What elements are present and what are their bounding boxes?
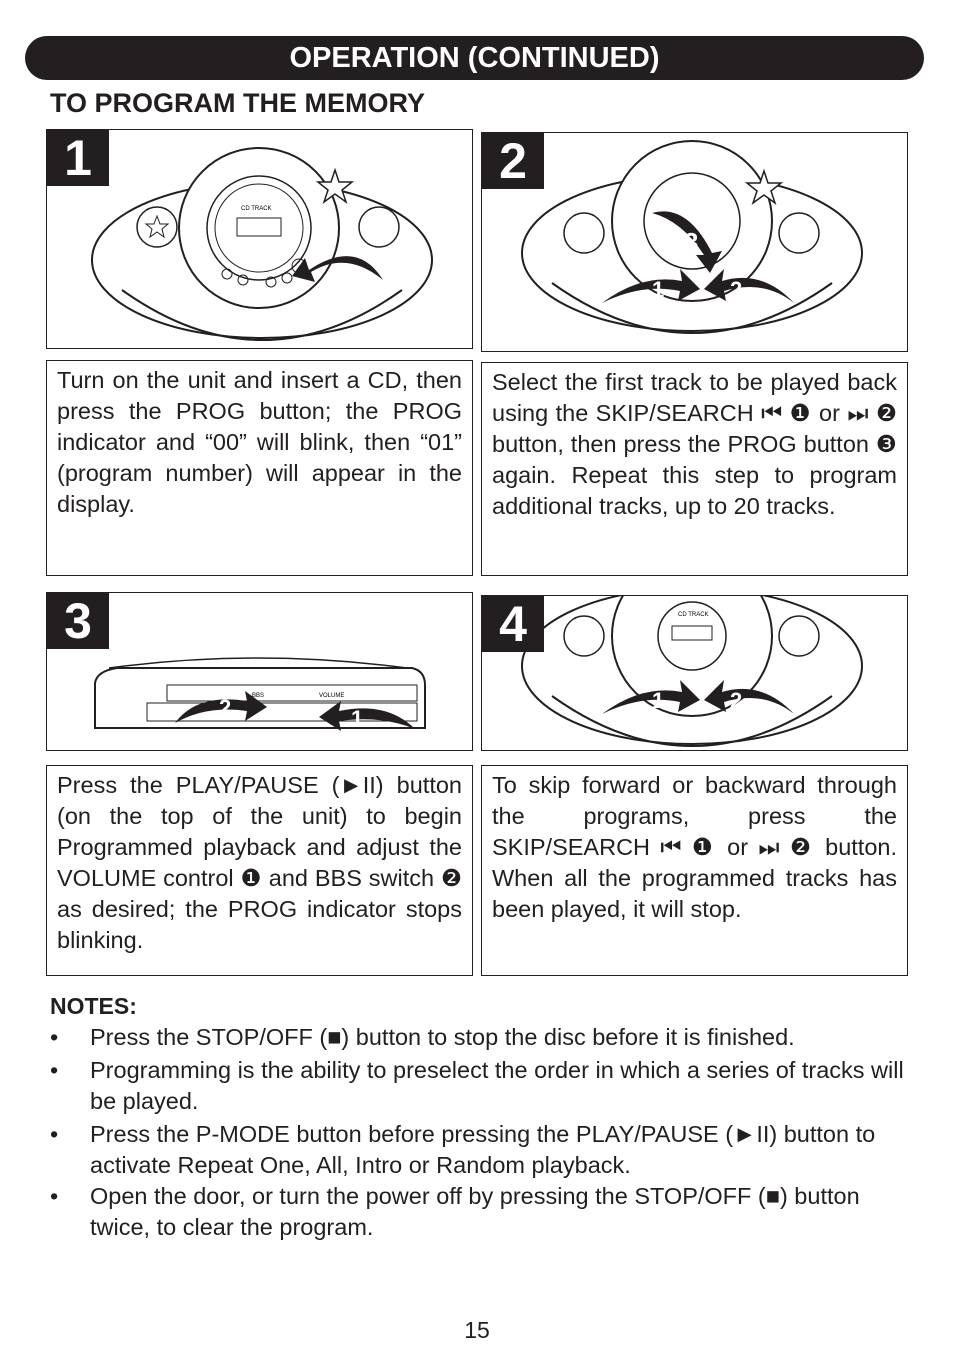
callout-2: 2 [730, 688, 742, 713]
step-3-text: Press the PLAY/PAUSE (►II) button (on th… [46, 765, 473, 976]
step-1-number: 1 [47, 130, 109, 186]
step-4-figure: 4 CD TRACK 1 2 [481, 595, 908, 751]
bullet: • [50, 1057, 59, 1083]
callout-2: 2 [219, 695, 231, 720]
step-4-number: 4 [482, 596, 544, 652]
side-view-illustration: BBS VOLUME 2 1 [94, 657, 426, 731]
step-1-text: Turn on the unit and insert a CD, then p… [46, 360, 473, 576]
step-1-description: Turn on the unit and insert a CD, then p… [57, 367, 462, 517]
step-3-number: 3 [47, 593, 109, 649]
callout-3: 3 [684, 227, 698, 257]
callout-2: 2 [730, 277, 742, 302]
callout-1: 1 [652, 688, 664, 713]
callout-1: 1 [652, 277, 664, 302]
step-2-description: Select the first track to be played back… [492, 369, 897, 519]
bbs-label: BBS [252, 693, 264, 699]
step-1-figure: 1 CD TRACK [46, 129, 473, 349]
bullet: • [50, 1121, 59, 1147]
cd-player-illustration: 3 1 2 [521, 140, 863, 334]
step-2-figure: 2 3 1 2 [481, 132, 908, 352]
page-number: 15 [464, 1317, 490, 1343]
section-header: OPERATION (CONTINUED) [25, 36, 924, 80]
step-3-figure: 3 BBS VOLUME 2 1 [46, 592, 473, 751]
notes-title: NOTES: [50, 993, 137, 1019]
note-text: Programming is the ability to preselect … [90, 1057, 904, 1114]
step-4-description: To skip forward or backward through the … [492, 772, 897, 922]
step-2-text: Select the first track to be played back… [481, 362, 908, 576]
cd-player-illustration: CD TRACK [91, 147, 433, 341]
bullet: • [50, 1183, 59, 1209]
page-title: TO PROGRAM THE MEMORY [50, 88, 426, 118]
step-4-text: To skip forward or backward through the … [481, 765, 908, 976]
cd-player-illustration: CD TRACK 1 2 [521, 596, 863, 747]
volume-label: VOLUME [319, 693, 344, 699]
cd-track-label: CD TRACK [678, 612, 709, 618]
note-text: Press the STOP/OFF (■) button to stop th… [90, 1024, 795, 1050]
note-text: Open the door, or turn the power off by … [90, 1183, 860, 1240]
note-item: • Press the P-MODE button before pressin… [50, 1119, 910, 1181]
note-item: • Programming is the ability to preselec… [50, 1055, 910, 1117]
note-item: • Press the STOP/OFF (■) button to stop … [50, 1022, 910, 1053]
note-text: Press the P-MODE button before pressing … [90, 1121, 876, 1178]
step-3-description: Press the PLAY/PAUSE (►II) button (on th… [57, 772, 462, 953]
callout-1: 1 [351, 706, 363, 731]
step-2-number: 2 [482, 133, 544, 189]
cd-track-label: CD TRACK [241, 206, 272, 212]
note-item: • Open the door, or turn the power off b… [50, 1181, 910, 1243]
bullet: • [50, 1024, 59, 1050]
